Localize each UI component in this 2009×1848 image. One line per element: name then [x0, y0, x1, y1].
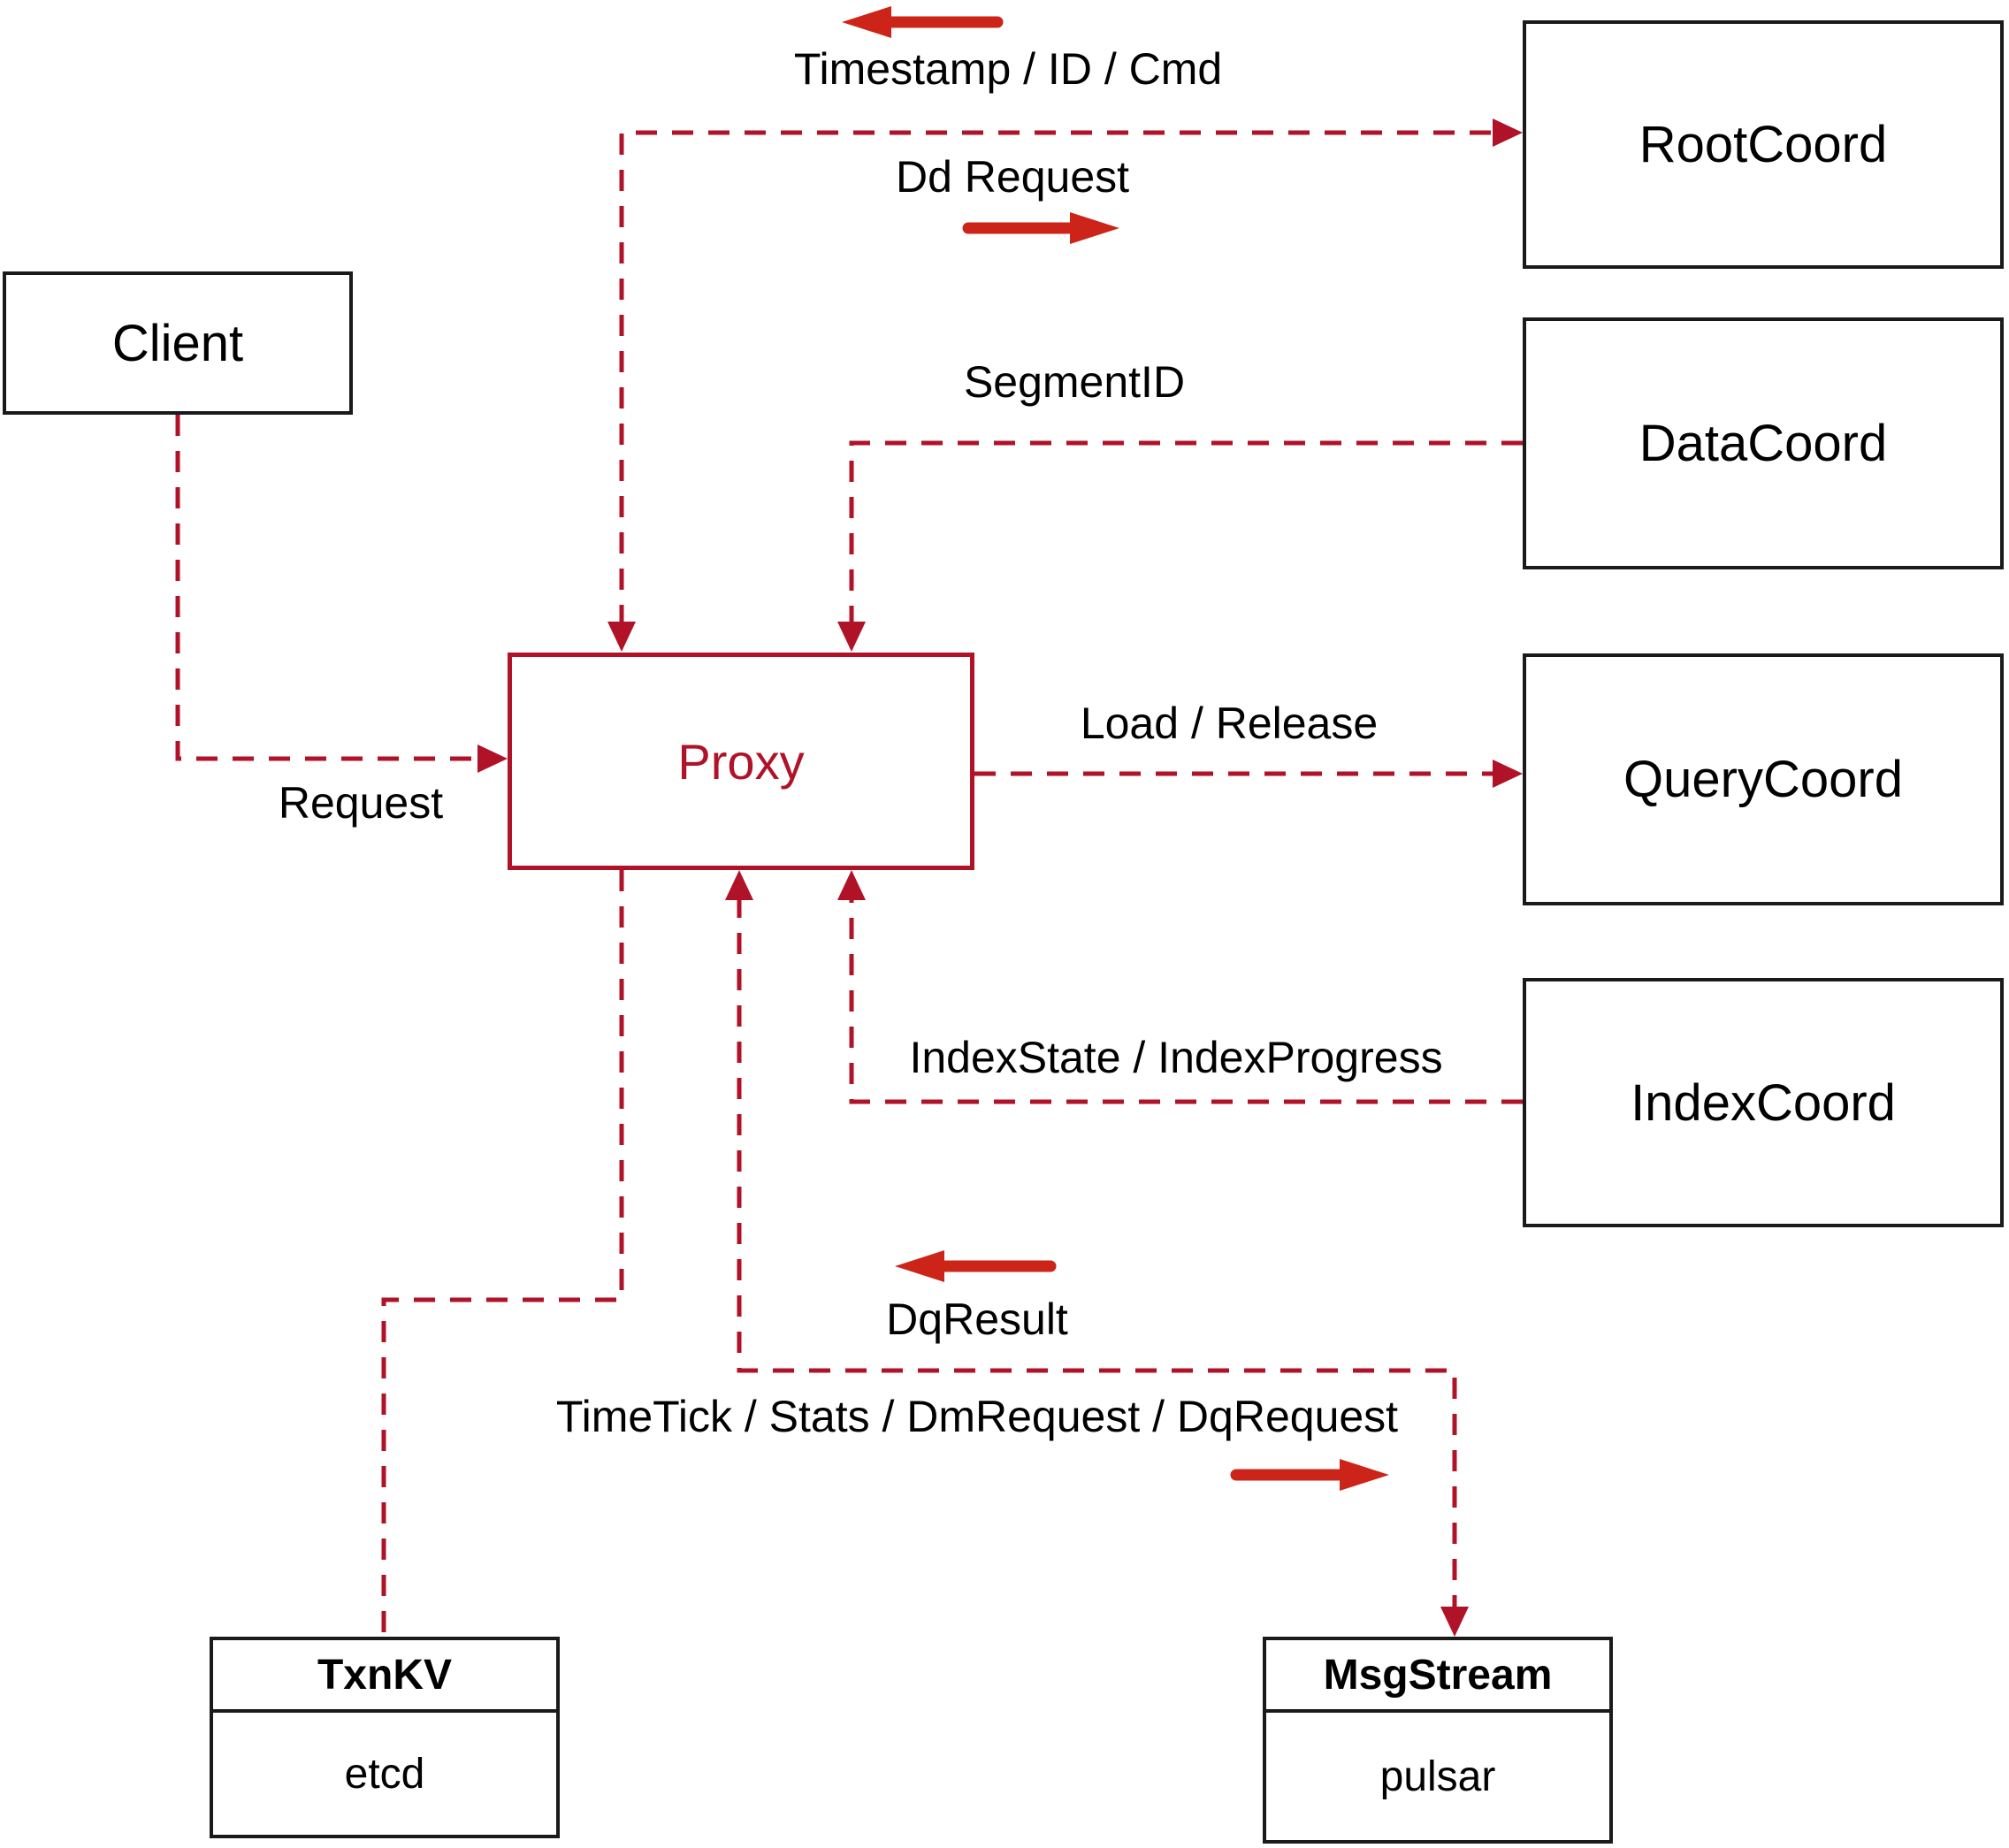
- direction-arrow-to-proxy-bottom-icon: [895, 1250, 1057, 1282]
- direction-arrow-to-proxy-top-icon: [842, 6, 1004, 38]
- node-client: Client: [3, 271, 353, 415]
- arrowhead-into-proxy-bottom-mid-icon: [725, 870, 753, 900]
- label-timetick: TimeTick / Stats / DmRequest / DqRequest: [555, 1392, 1399, 1441]
- edge-client-proxy: [175, 415, 481, 761]
- edge-proxy-txnkv: [381, 870, 624, 1637]
- label-dd-request: Dd Request: [895, 152, 1130, 202]
- node-datacoord-label: DataCoord: [1639, 415, 1888, 472]
- label-timestamp-id-cmd: Timestamp / ID / Cmd: [793, 44, 1223, 94]
- label-load-release: Load / Release: [1080, 699, 1379, 748]
- node-msgstream-title: MsgStream: [1266, 1640, 1609, 1713]
- node-rootcoord-label: RootCoord: [1639, 116, 1888, 173]
- direction-arrow-to-msgstream-icon: [1230, 1459, 1389, 1491]
- label-index-state: IndexState / IndexProgress: [909, 1033, 1443, 1082]
- node-datacoord: DataCoord: [1523, 317, 2004, 569]
- node-indexcoord: IndexCoord: [1523, 978, 2004, 1227]
- node-txnkv-title: TxnKV: [213, 1640, 556, 1713]
- arrowhead-into-rootcoord-icon: [1493, 118, 1523, 147]
- arrowhead-into-proxy-bottom-right-icon: [837, 870, 866, 900]
- label-request: Request: [278, 778, 444, 828]
- arrowhead-into-proxy-top-right-icon: [837, 622, 866, 652]
- node-msgstream: MsgStream pulsar: [1263, 1637, 1613, 1844]
- edge-datacoord-proxy: [849, 440, 1523, 626]
- edge-proxy-msgstream: [737, 897, 1457, 1610]
- edge-rootcoord-proxy: [619, 130, 1496, 626]
- node-proxy-label: Proxy: [677, 733, 805, 790]
- arrowhead-into-proxy-top-left-icon: [607, 622, 636, 652]
- node-client-label: Client: [111, 314, 244, 372]
- node-msgstream-impl: pulsar: [1379, 1753, 1496, 1800]
- node-txnkv-impl: etcd: [344, 1750, 425, 1798]
- node-querycoord: QueryCoord: [1523, 653, 2004, 905]
- edge-indexcoord-proxy: [849, 897, 1523, 1104]
- node-querycoord-label: QueryCoord: [1623, 751, 1903, 808]
- arrowhead-into-proxy-left-icon: [477, 745, 508, 773]
- label-dq-result: DqResult: [886, 1294, 1068, 1344]
- arrowhead-into-msgstream-icon: [1440, 1607, 1469, 1637]
- direction-arrow-to-rootcoord-icon: [962, 212, 1119, 244]
- node-indexcoord-label: IndexCoord: [1631, 1073, 1896, 1132]
- node-rootcoord: RootCoord: [1523, 20, 2004, 269]
- arrowhead-into-querycoord-icon: [1493, 760, 1523, 788]
- label-segment-id: SegmentID: [963, 357, 1186, 407]
- node-proxy: Proxy: [508, 653, 974, 870]
- node-txnkv: TxnKV etcd: [210, 1637, 560, 1838]
